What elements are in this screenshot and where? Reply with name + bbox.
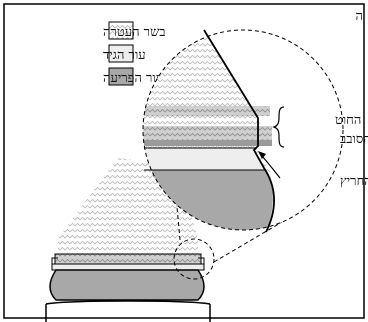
legend-label-glans: בשר העטרה bbox=[103, 25, 166, 40]
legend-label-shaft-skin: עור הגיד bbox=[103, 48, 146, 63]
legend-label-foreskin: עור הפריעה bbox=[103, 71, 163, 86]
groove-label-line2: הסובב bbox=[340, 132, 368, 147]
corona-label: החריץ bbox=[340, 174, 368, 189]
corner-label: ה bbox=[356, 9, 363, 24]
overview-corona-band bbox=[55, 254, 201, 264]
groove-label-line1: החוט bbox=[335, 113, 361, 128]
overview-shaft bbox=[46, 304, 210, 322]
legend: בשר העטרה עור הגיד עור הפריעה bbox=[103, 22, 166, 86]
overview-shaft-top bbox=[46, 301, 210, 304]
overview-shaft-skin bbox=[52, 264, 204, 270]
